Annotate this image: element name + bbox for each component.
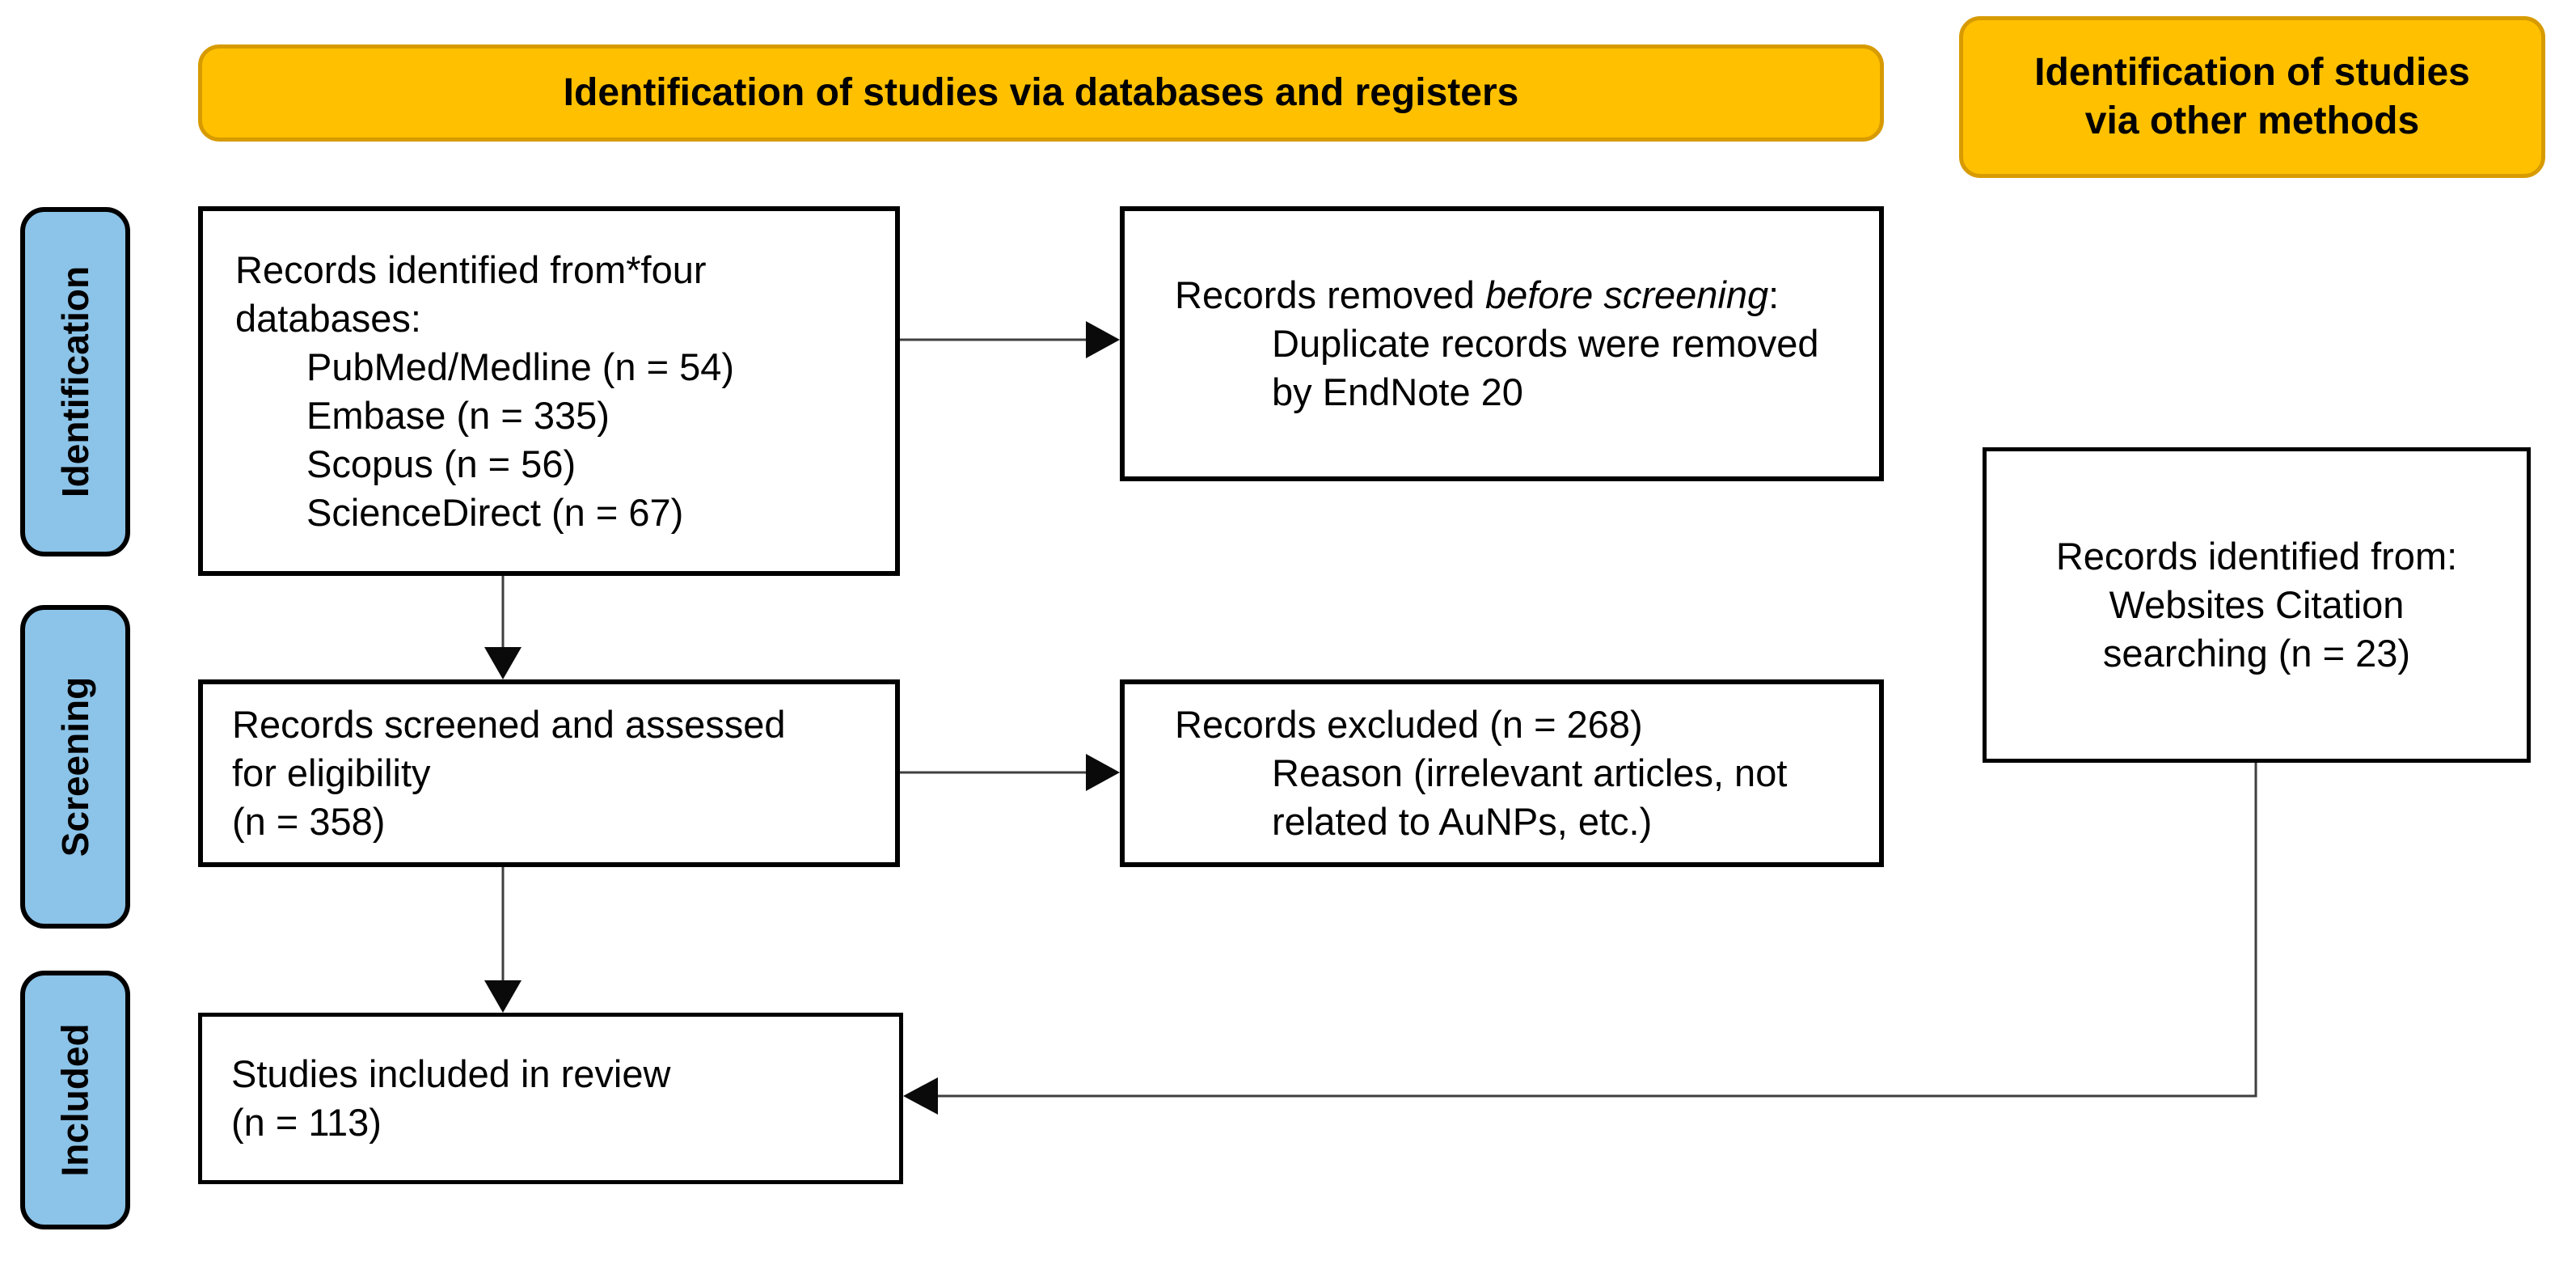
studies-included-text: Studies included in review (n = 113)	[231, 1052, 671, 1144]
box-records-removed: Records removed before screening: Duplic…	[1120, 206, 1884, 481]
records-identified-intro: Records identified from*four databases:	[235, 248, 707, 340]
database-count-sciencedirect: ScienceDirect (n = 67)	[306, 490, 684, 534]
box-records-other-methods: Records identified from: Websites Citati…	[1983, 447, 2531, 763]
stage-tab-identification: Identification	[20, 207, 130, 556]
box-records-excluded: Records excluded (n = 268) Reason (irrel…	[1120, 679, 1884, 867]
database-count-pubmed: PubMed/Medline (n = 54)	[306, 345, 735, 388]
box-records-screened: Records screened and assessed for eligib…	[198, 679, 900, 867]
box-studies-included: Studies included in review (n = 113)	[198, 1013, 903, 1184]
records-removed-detail: Duplicate records were removed by EndNot…	[1272, 322, 1819, 413]
records-other-methods-text: Records identified from: Websites Citati…	[2055, 535, 2458, 675]
arrow-screened-to-included	[484, 867, 522, 1013]
stage-label-identification: Identification	[54, 265, 97, 498]
stage-label-included: Included	[54, 1023, 96, 1177]
box-records-identified: Records identified from*four databases: …	[198, 206, 900, 576]
arrow-head	[903, 1077, 938, 1115]
arrow-screened-to-excluded	[900, 754, 1120, 791]
arrow-head	[484, 647, 522, 679]
banner-databases-registers: Identification of studies via databases …	[198, 44, 1884, 142]
arrow-identified-to-screened	[484, 576, 522, 679]
records-excluded-title: Records excluded (n = 268)	[1175, 703, 1643, 746]
database-count-embase: Embase (n = 335)	[306, 393, 610, 437]
records-removed-emphasis: before screening	[1485, 273, 1769, 316]
arrow-identified-to-removed	[900, 321, 1120, 358]
arrow-head	[1086, 321, 1120, 358]
records-screened-text: Records screened and assessed for eligib…	[232, 703, 786, 843]
stage-label-screening: Screening	[54, 676, 97, 857]
arrow-head	[484, 980, 522, 1013]
stage-tab-screening: Screening	[20, 605, 130, 929]
records-removed-suffix: :	[1768, 273, 1780, 316]
banner-databases-label: Identification of studies via databases …	[563, 71, 1519, 114]
records-removed-title: Records removed before screening:	[1175, 271, 1871, 319]
arrow-head	[1086, 754, 1120, 791]
database-count-scopus: Scopus (n = 56)	[306, 442, 576, 485]
records-removed-prefix: Records removed	[1175, 273, 1485, 316]
stage-tab-included: Included	[20, 971, 130, 1229]
banner-other-methods: Identification of studies via other meth…	[1959, 16, 2545, 178]
records-excluded-detail: Reason (irrelevant articles, not related…	[1272, 751, 1788, 843]
banner-other-methods-label: Identification of studies via other meth…	[2034, 51, 2470, 142]
